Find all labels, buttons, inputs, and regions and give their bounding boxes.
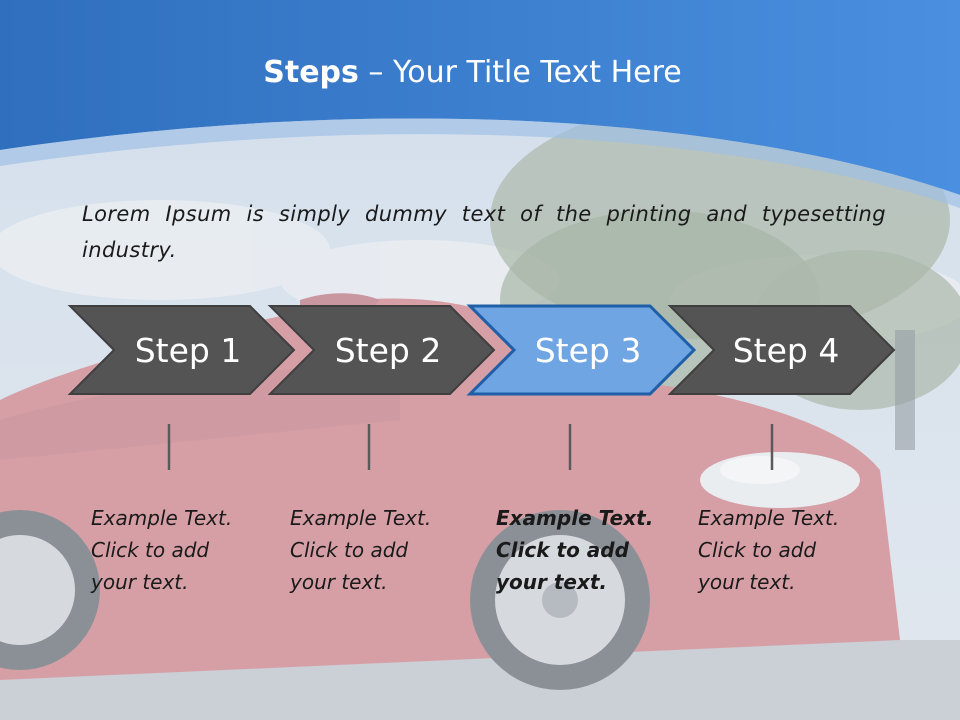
slide-title: Steps – Your Title Text Here <box>0 55 945 90</box>
desc-line: Example Text. <box>496 506 654 530</box>
desc-line: Example Text. <box>290 506 432 530</box>
desc-line: Click to add <box>496 538 629 562</box>
header-swoosh <box>0 118 960 208</box>
step-3-desc[interactable]: Example Text. Click to add your text. <box>496 502 676 598</box>
intro-text: Lorem Ipsum is simply dummy text of the … <box>82 202 886 262</box>
desc-line: Example Text. <box>91 506 233 530</box>
step-2-label: Step 2 <box>334 331 442 370</box>
step-4-label: Step 4 <box>732 331 840 370</box>
desc-line: Example Text. <box>698 506 840 530</box>
desc-line: Click to add <box>91 538 210 562</box>
step-3-label: Step 3 <box>534 331 642 370</box>
step-1-desc[interactable]: Example Text. Click to add your text. <box>91 502 271 598</box>
desc-line: your text. <box>698 570 796 594</box>
desc-line: your text. <box>290 570 388 594</box>
step-4-desc[interactable]: Example Text. Click to add your text. <box>698 502 878 598</box>
desc-line: your text. <box>91 570 189 594</box>
header-band <box>0 0 960 195</box>
desc-line: your text. <box>496 570 608 594</box>
desc-line: Click to add <box>290 538 409 562</box>
desc-line: Click to add <box>698 538 817 562</box>
title-rest: – Your Title Text Here <box>358 55 682 90</box>
title-bold: Steps <box>263 55 359 90</box>
step-2-desc[interactable]: Example Text. Click to add your text. <box>290 502 470 598</box>
step-1-label: Step 1 <box>134 331 242 370</box>
